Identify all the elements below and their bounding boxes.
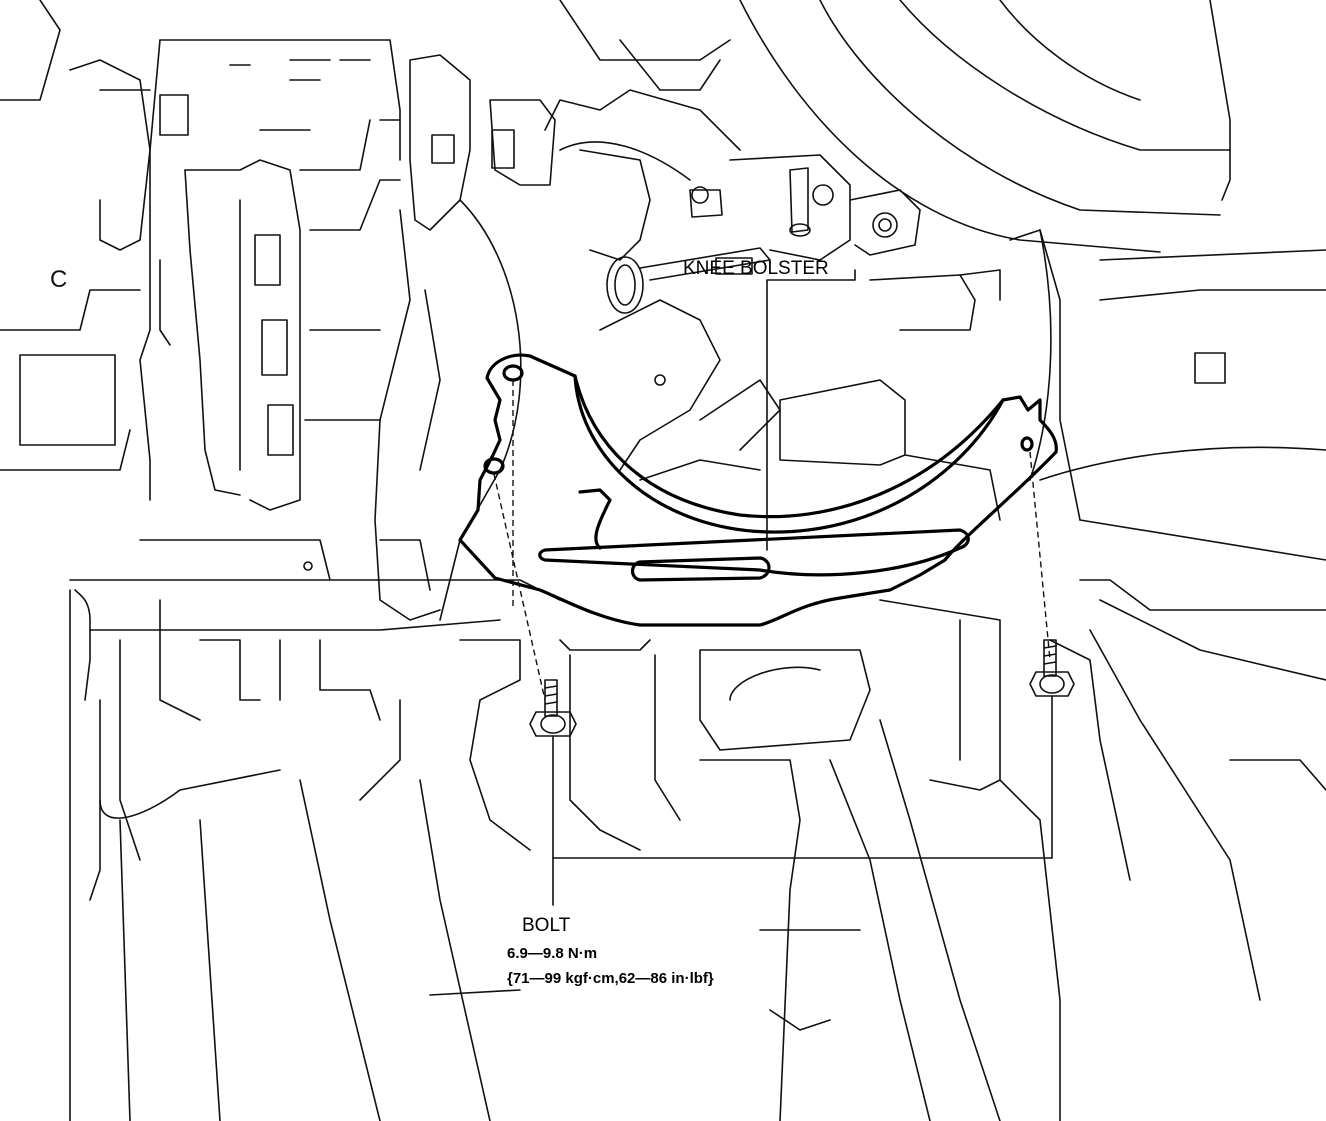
bolt-torque-nm: 6.9—9.8 N·m — [507, 945, 598, 962]
knee-bolster — [458, 353, 1058, 627]
right-panel-structure — [1009, 229, 1326, 1001]
leader-lines — [552, 269, 1053, 906]
bolt-left — [529, 679, 577, 737]
pedal-mechanism — [579, 149, 1001, 521]
bolt-alignment-guides — [493, 380, 1051, 701]
lower-dash-structure — [69, 539, 1061, 1121]
symbol-c: C — [50, 266, 67, 293]
dashboard-upper-panel — [559, 0, 1231, 253]
steering-column-bracket — [374, 54, 741, 621]
bolt-torque-alt: {71—99 kgf·cm,62—86 in·lbf} — [507, 970, 714, 987]
knee-bolster-label: KNEE BOLSTER — [683, 258, 829, 279]
left-panel-structure — [0, 0, 401, 511]
bolt-right — [1029, 639, 1075, 697]
bolt-label: BOLT — [522, 915, 571, 936]
